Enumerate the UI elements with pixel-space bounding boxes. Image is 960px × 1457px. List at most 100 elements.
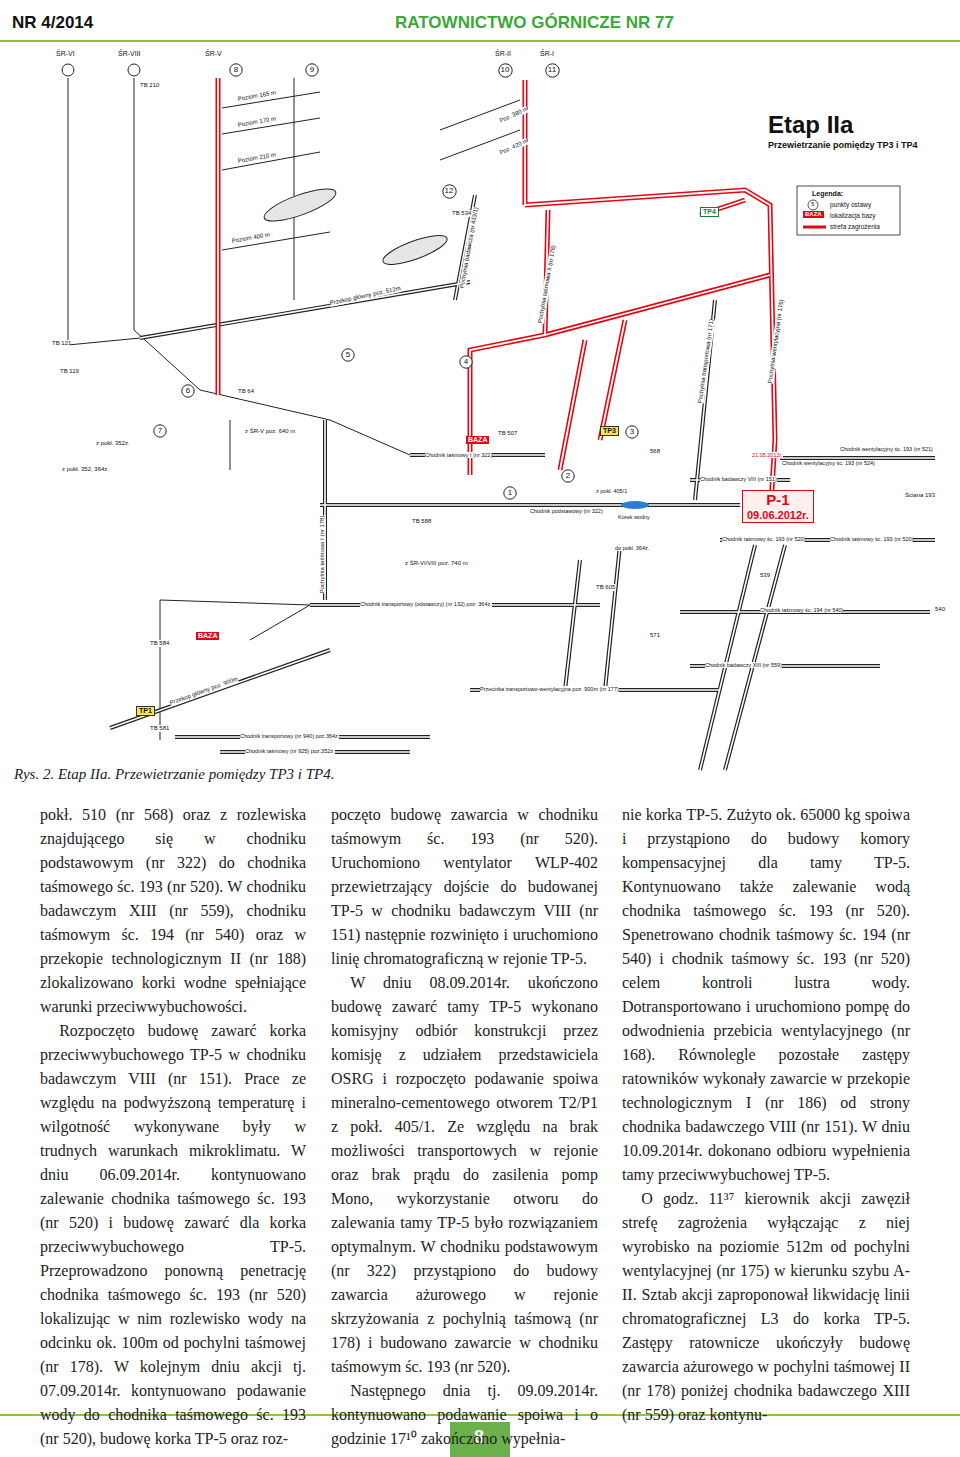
base-marker: BAZA	[466, 436, 489, 444]
circle-outline	[154, 425, 166, 437]
map-label: TB 64	[238, 388, 254, 395]
thin-roadway	[68, 78, 520, 740]
legend-frame	[808, 200, 818, 210]
legend-frame	[797, 186, 900, 235]
journal-name: RATOWNICTWO GÓRNICZE NR 77	[395, 14, 674, 33]
map-label: z pokł. 405/1	[596, 488, 627, 494]
station-circle: 3	[625, 425, 639, 439]
map-label: TB 584	[150, 640, 169, 647]
node-text: 9	[310, 66, 314, 74]
node-text: BAZA	[468, 436, 487, 444]
station-circle: 6	[181, 384, 195, 398]
node-text: 5	[346, 351, 350, 359]
legend-frame	[797, 186, 900, 235]
thin-roadway	[68, 78, 520, 740]
roadway-double	[110, 195, 935, 770]
circle-outline	[626, 426, 638, 438]
body-paragraph: Rozpoczęto budowę zawarć korka przeciwwy…	[40, 1019, 306, 1451]
body-paragraph: poczęto budowę zawarcia w chodniku taśmo…	[331, 803, 598, 971]
station-circle: 4	[459, 355, 473, 369]
map-label: Chodnik badawczy XIII (nr 559)	[705, 662, 782, 668]
chamber	[380, 230, 450, 270]
map-label: Chodnik taśmowy śc. 193 (nr 520)	[722, 536, 805, 542]
circle-outline	[460, 356, 472, 368]
legend-sample-number: 5	[811, 201, 814, 208]
node-text: TP4	[703, 208, 716, 216]
map-label: Poz. 380 m	[499, 105, 529, 124]
map-label: TB 507	[498, 430, 517, 437]
map-label: TB 210	[140, 82, 159, 89]
legend-text: punkty ostawy	[830, 201, 871, 208]
node-text: BAZA	[198, 632, 217, 640]
chamber	[261, 183, 339, 228]
danger-zone-line	[218, 78, 775, 520]
shaft-name: ŚR-II	[495, 50, 511, 58]
node-text: 8	[234, 66, 238, 74]
roadway-double	[110, 195, 935, 770]
figure-caption: Rys. 2. Etap IIa. Przewietrzanie pomiędz…	[14, 766, 335, 783]
station-circle: 8	[229, 63, 243, 77]
map-label: Chodnik wentylacyjny śc. 193 (nr 521)	[840, 446, 933, 452]
station-circle: 7	[153, 424, 167, 438]
station-circle: 2	[561, 469, 575, 483]
node-text: 10	[501, 66, 510, 74]
text-column: nie korka TP-5. Zużyto ok. 65000 kg spoi…	[622, 803, 910, 1427]
legend-sample-base: BAZA	[803, 211, 824, 218]
body-paragraph: nie korka TP-5. Zużyto ok. 65000 kg spoi…	[622, 803, 910, 1187]
circle-outline	[342, 349, 354, 361]
map-label: Poziom 210 m	[237, 151, 276, 164]
map-label: Pochylnia taśmowa I (nr 178)	[319, 516, 326, 594]
shaft-name: ŚR-V	[205, 50, 222, 58]
map-label: Poz. 420 m	[499, 137, 529, 156]
node-text: 6	[186, 387, 190, 395]
circle-outline	[306, 64, 318, 76]
map-label: Chodnik transportowy (odstawczy) (nr 132…	[360, 601, 492, 607]
date-note: 21.05.2012r.	[752, 452, 783, 458]
circle-outline	[504, 487, 516, 499]
map-label: Korek wodny	[618, 514, 650, 520]
node-text: 09.06.2012r.	[747, 509, 809, 521]
shaft-symbol	[62, 64, 74, 76]
map-label: TB 534	[452, 210, 471, 217]
chamber	[261, 183, 450, 270]
body-paragraph: W dniu 08.09.2014r. ukończono budowę zaw…	[331, 971, 598, 1379]
node-text: TP3	[603, 427, 616, 435]
station-circle: 12	[442, 184, 457, 199]
map-label: Przekop główny poz. 900m	[169, 676, 239, 707]
map-label: Chodnik taśmowy śc. 194 (nr 540)	[760, 607, 843, 613]
dam-marker: TP1	[136, 706, 155, 716]
base-marker: BAZA	[196, 632, 219, 640]
shaft-symbol	[62, 64, 140, 76]
map-label: 539	[760, 572, 770, 579]
station-circle: 5	[341, 348, 355, 362]
incident-box: P-109.06.2012r.	[742, 490, 814, 523]
map-label: TB 121	[52, 340, 71, 347]
map-label: TB 605	[596, 584, 615, 591]
body-paragraph: O godz. 11³⁷ kierownik akcji zawęził str…	[622, 1187, 910, 1427]
text-column: pokł. 510 (nr 568) oraz z rozlewiska zna…	[40, 803, 306, 1451]
map-label: z pokł. 352z.	[96, 440, 130, 447]
map-label: Chodnik taśmowy (nr 925) poz.352z.	[245, 748, 335, 754]
map-label: TB 581	[150, 725, 169, 732]
map-label: Chodnik podstawowy (nr 322)	[530, 508, 603, 514]
station-circle: 11	[545, 63, 560, 78]
text-column: poczęto budowę zawarcia w chodniku taśmo…	[331, 803, 598, 1451]
circle-outline	[498, 63, 511, 76]
legend-heading: Legenda:	[812, 190, 843, 198]
body-paragraph: Następnego dnia tj. 09.09.2014r. kontynu…	[331, 1379, 598, 1451]
map-label: Przekop główny poz. 512m	[329, 285, 401, 306]
map-label: 571	[650, 632, 660, 639]
station-circle: 10	[498, 63, 513, 78]
circle-outline	[545, 63, 558, 76]
map-label: Poziom 400 m	[231, 231, 270, 244]
map-label: Przecinka transportowo-wentylacyjna poz.…	[480, 686, 619, 692]
journal-issue: NR 4/2014	[12, 14, 93, 33]
map-label: Pochylnia badawcza (nr 433/1)	[459, 207, 480, 289]
circle-outline	[230, 64, 242, 76]
map-label: Ściana 193	[905, 492, 935, 499]
diagram-subtitle: Przewietrzanie pomiędzy TP3 i TP4	[768, 141, 918, 151]
dam-marker: TP3	[600, 426, 619, 436]
node-text: 1	[508, 489, 512, 497]
shaft-name: ŚR-VI	[56, 50, 75, 58]
node-text: 7	[158, 427, 162, 435]
